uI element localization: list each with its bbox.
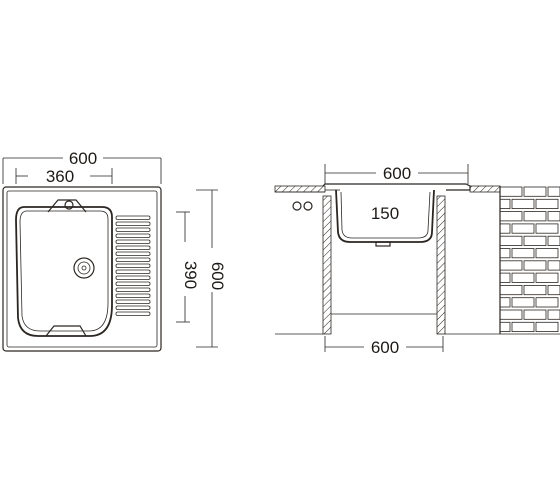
outlet bbox=[375, 241, 391, 247]
label-top-width: 600 bbox=[69, 149, 97, 168]
label-side-width: 600 bbox=[383, 164, 411, 183]
drainboard-rib bbox=[115, 245, 151, 250]
overflow-hole bbox=[64, 200, 74, 210]
side-view: 600 150 600 bbox=[274, 164, 560, 357]
brick bbox=[523, 235, 547, 246]
label-bowl-length: 390 bbox=[181, 261, 200, 289]
brick bbox=[547, 284, 560, 296]
drainboard-rib bbox=[115, 227, 151, 232]
drainboard-rib bbox=[115, 311, 151, 316]
brick bbox=[523, 284, 547, 296]
label-bowl-depth: 150 bbox=[371, 204, 399, 223]
drainboard-rib bbox=[115, 251, 151, 256]
label-overall-depth: 600 bbox=[208, 262, 227, 290]
drain-plate-bottom bbox=[45, 325, 87, 337]
brick bbox=[547, 235, 560, 246]
drainboard-rib bbox=[115, 239, 151, 244]
drain-outer bbox=[73, 257, 95, 279]
sink-bowl-inner-edge bbox=[19, 210, 109, 332]
sink-outer-rim bbox=[2, 186, 162, 352]
brick bbox=[547, 211, 560, 222]
drainboard-rib bbox=[115, 269, 151, 274]
label-base-width: 600 bbox=[371, 338, 399, 357]
brick bbox=[535, 321, 559, 332]
dim-bowl-depth: 150 bbox=[371, 204, 399, 223]
sink-inner-rim bbox=[6, 190, 158, 348]
drainboard-rib bbox=[115, 221, 151, 226]
drainboard-rib bbox=[115, 299, 151, 304]
pipe-1 bbox=[292, 201, 302, 211]
sink-lip bbox=[322, 183, 471, 191]
brick bbox=[499, 186, 523, 197]
top-view: 600 360 390 600 bbox=[2, 149, 227, 352]
drainboard-ribs bbox=[115, 215, 151, 316]
brick bbox=[499, 272, 511, 283]
brick bbox=[535, 297, 559, 308]
brick bbox=[511, 248, 535, 259]
brick bbox=[535, 272, 559, 283]
brick bbox=[511, 321, 535, 332]
drainboard-rib bbox=[115, 293, 151, 298]
pipe-2 bbox=[303, 201, 313, 211]
brick bbox=[535, 223, 559, 234]
brick bbox=[499, 211, 523, 222]
drain-inner bbox=[77, 261, 91, 275]
dim-top-width: 600 bbox=[2, 149, 162, 184]
brick bbox=[511, 297, 535, 308]
brick bbox=[499, 284, 523, 296]
dim-bowl-width: 360 bbox=[15, 167, 113, 186]
brick bbox=[511, 272, 535, 283]
brick bbox=[499, 260, 523, 271]
brick bbox=[499, 248, 511, 259]
countertop-right bbox=[469, 185, 501, 193]
drainboard-rib bbox=[115, 215, 151, 220]
cabinet-post-right bbox=[436, 195, 446, 335]
drainboard-rib bbox=[115, 281, 151, 286]
drainboard-rib bbox=[115, 233, 151, 238]
dim-overall-depth: 600 bbox=[196, 189, 227, 348]
drainboard-rib bbox=[115, 263, 151, 268]
brick bbox=[499, 309, 523, 320]
brick bbox=[511, 223, 535, 234]
countertop-left bbox=[274, 185, 326, 193]
brick bbox=[499, 321, 511, 332]
brick bbox=[499, 223, 511, 234]
dim-side-width: 600 bbox=[324, 164, 469, 184]
brick bbox=[547, 186, 560, 197]
drainboard-rib bbox=[115, 287, 151, 292]
drain-center bbox=[81, 265, 87, 271]
brick bbox=[535, 248, 559, 259]
brick bbox=[547, 309, 560, 320]
brick bbox=[499, 297, 511, 308]
drainboard-rib bbox=[115, 275, 151, 280]
dim-base-width: 600 bbox=[324, 336, 444, 357]
brick bbox=[499, 235, 523, 246]
sink-bowl bbox=[15, 206, 113, 337]
brick bbox=[523, 309, 547, 320]
brick bbox=[523, 260, 547, 271]
brick bbox=[499, 198, 511, 210]
brick bbox=[547, 260, 560, 271]
brick bbox=[523, 186, 547, 197]
dim-bowl-length: 390 bbox=[176, 211, 200, 323]
drainboard-rib bbox=[115, 257, 151, 262]
brick-wall bbox=[499, 186, 560, 332]
brick bbox=[511, 198, 535, 210]
brick bbox=[535, 198, 559, 210]
overflow-top bbox=[47, 199, 87, 213]
label-bowl-width: 360 bbox=[46, 167, 74, 186]
drainboard-rib bbox=[115, 305, 151, 310]
cabinet-post-left bbox=[322, 195, 332, 335]
brick bbox=[523, 211, 547, 222]
